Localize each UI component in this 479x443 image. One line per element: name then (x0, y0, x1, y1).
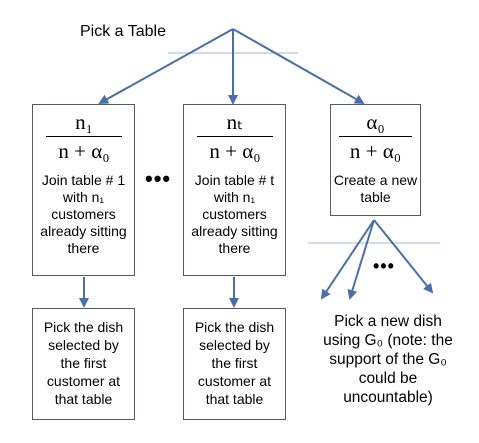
table-t-probability: nₜ n + α₀ (191, 110, 279, 163)
dish-2-description: Pick the dish selected by the first cust… (183, 318, 286, 408)
new-table-frac-numerator: α₀ (366, 110, 385, 134)
table-1-line: already sitting (40, 223, 127, 239)
new-table-line: table (360, 189, 391, 205)
new-table-box (330, 104, 421, 216)
dish-1-line: that table (54, 391, 113, 407)
table-t-description: Join table # t with n₁ customers already… (183, 172, 286, 257)
arrow-root-to-table-1 (98, 28, 234, 104)
table-t-frac-denominator: n + α₀ (209, 139, 261, 163)
new-dish-line: uncountable) (343, 389, 433, 406)
table-t-frac-numerator: nₜ (226, 110, 244, 134)
arrow-new-table-to-dish-1 (320, 219, 375, 300)
dish-1-line: customer at (46, 373, 121, 389)
table-t-line: there (218, 240, 251, 256)
new-table-probability: α₀ n + α₀ (333, 110, 418, 163)
table-1-line: customers (51, 206, 116, 222)
arrow-new-table-to-dish-2 (347, 219, 375, 300)
table-1-box (32, 104, 135, 276)
ellipsis-bottom: ••• (373, 256, 395, 276)
new-table-description: Create a new table (330, 172, 421, 206)
dish-box-1 (32, 308, 135, 420)
table-1-line: there (67, 240, 100, 256)
table-1-line: Join table # 1 (41, 172, 126, 188)
dish-1-description: Pick the dish selected by the first cust… (32, 318, 135, 408)
table-t-box (183, 104, 286, 276)
dish-1-line: Pick the dish (43, 319, 124, 335)
dish-1-line: selected by (48, 337, 119, 353)
dish-2-line: Pick the dish (194, 319, 275, 335)
new-table-frac-denominator: n + α₀ (349, 139, 402, 163)
dish-2-line: selected by (199, 337, 270, 353)
root-label: Pick a Table (80, 23, 166, 40)
dish-2-line: customer at (197, 373, 272, 389)
new-dish-line: support of the G₀ (329, 351, 447, 368)
arrow-new-table-to-dish-3 (373, 219, 434, 294)
new-table-line: Create a new (333, 172, 418, 188)
ellipsis-middle: ••• (145, 166, 172, 191)
table-1-probability: n₁ n + α₀ (40, 110, 128, 163)
table-1-line: with n₁ (62, 189, 105, 205)
new-dish-line: could be (358, 370, 418, 387)
table-t-frac-bar (197, 136, 273, 137)
table-t-line: customers (202, 206, 267, 222)
table-t-line: with n₁ (213, 189, 256, 205)
dish-2-line: the first (211, 355, 258, 371)
dish-box-2 (183, 308, 286, 420)
arrow-root-to-new-table (232, 28, 365, 104)
table-t-line: already sitting (191, 223, 278, 239)
table-1-description: Join table # 1 with n₁ customers already… (32, 172, 135, 257)
table-1-frac-numerator: n₁ (75, 110, 93, 134)
table-1-frac-bar (46, 136, 122, 137)
table-t-line: Join table # t (194, 172, 275, 188)
new-dish-line: Pick a new dish (334, 313, 442, 330)
dish-2-line: that table (205, 391, 264, 407)
new-table-frac-bar (339, 136, 412, 137)
new-dish-line: using G₀ (note: the (323, 332, 453, 349)
table-1-frac-denominator: n + α₀ (58, 139, 110, 163)
dish-1-line: the first (60, 355, 107, 371)
new-dish-description: Pick a new dish using G₀ (note: the supp… (312, 312, 464, 407)
